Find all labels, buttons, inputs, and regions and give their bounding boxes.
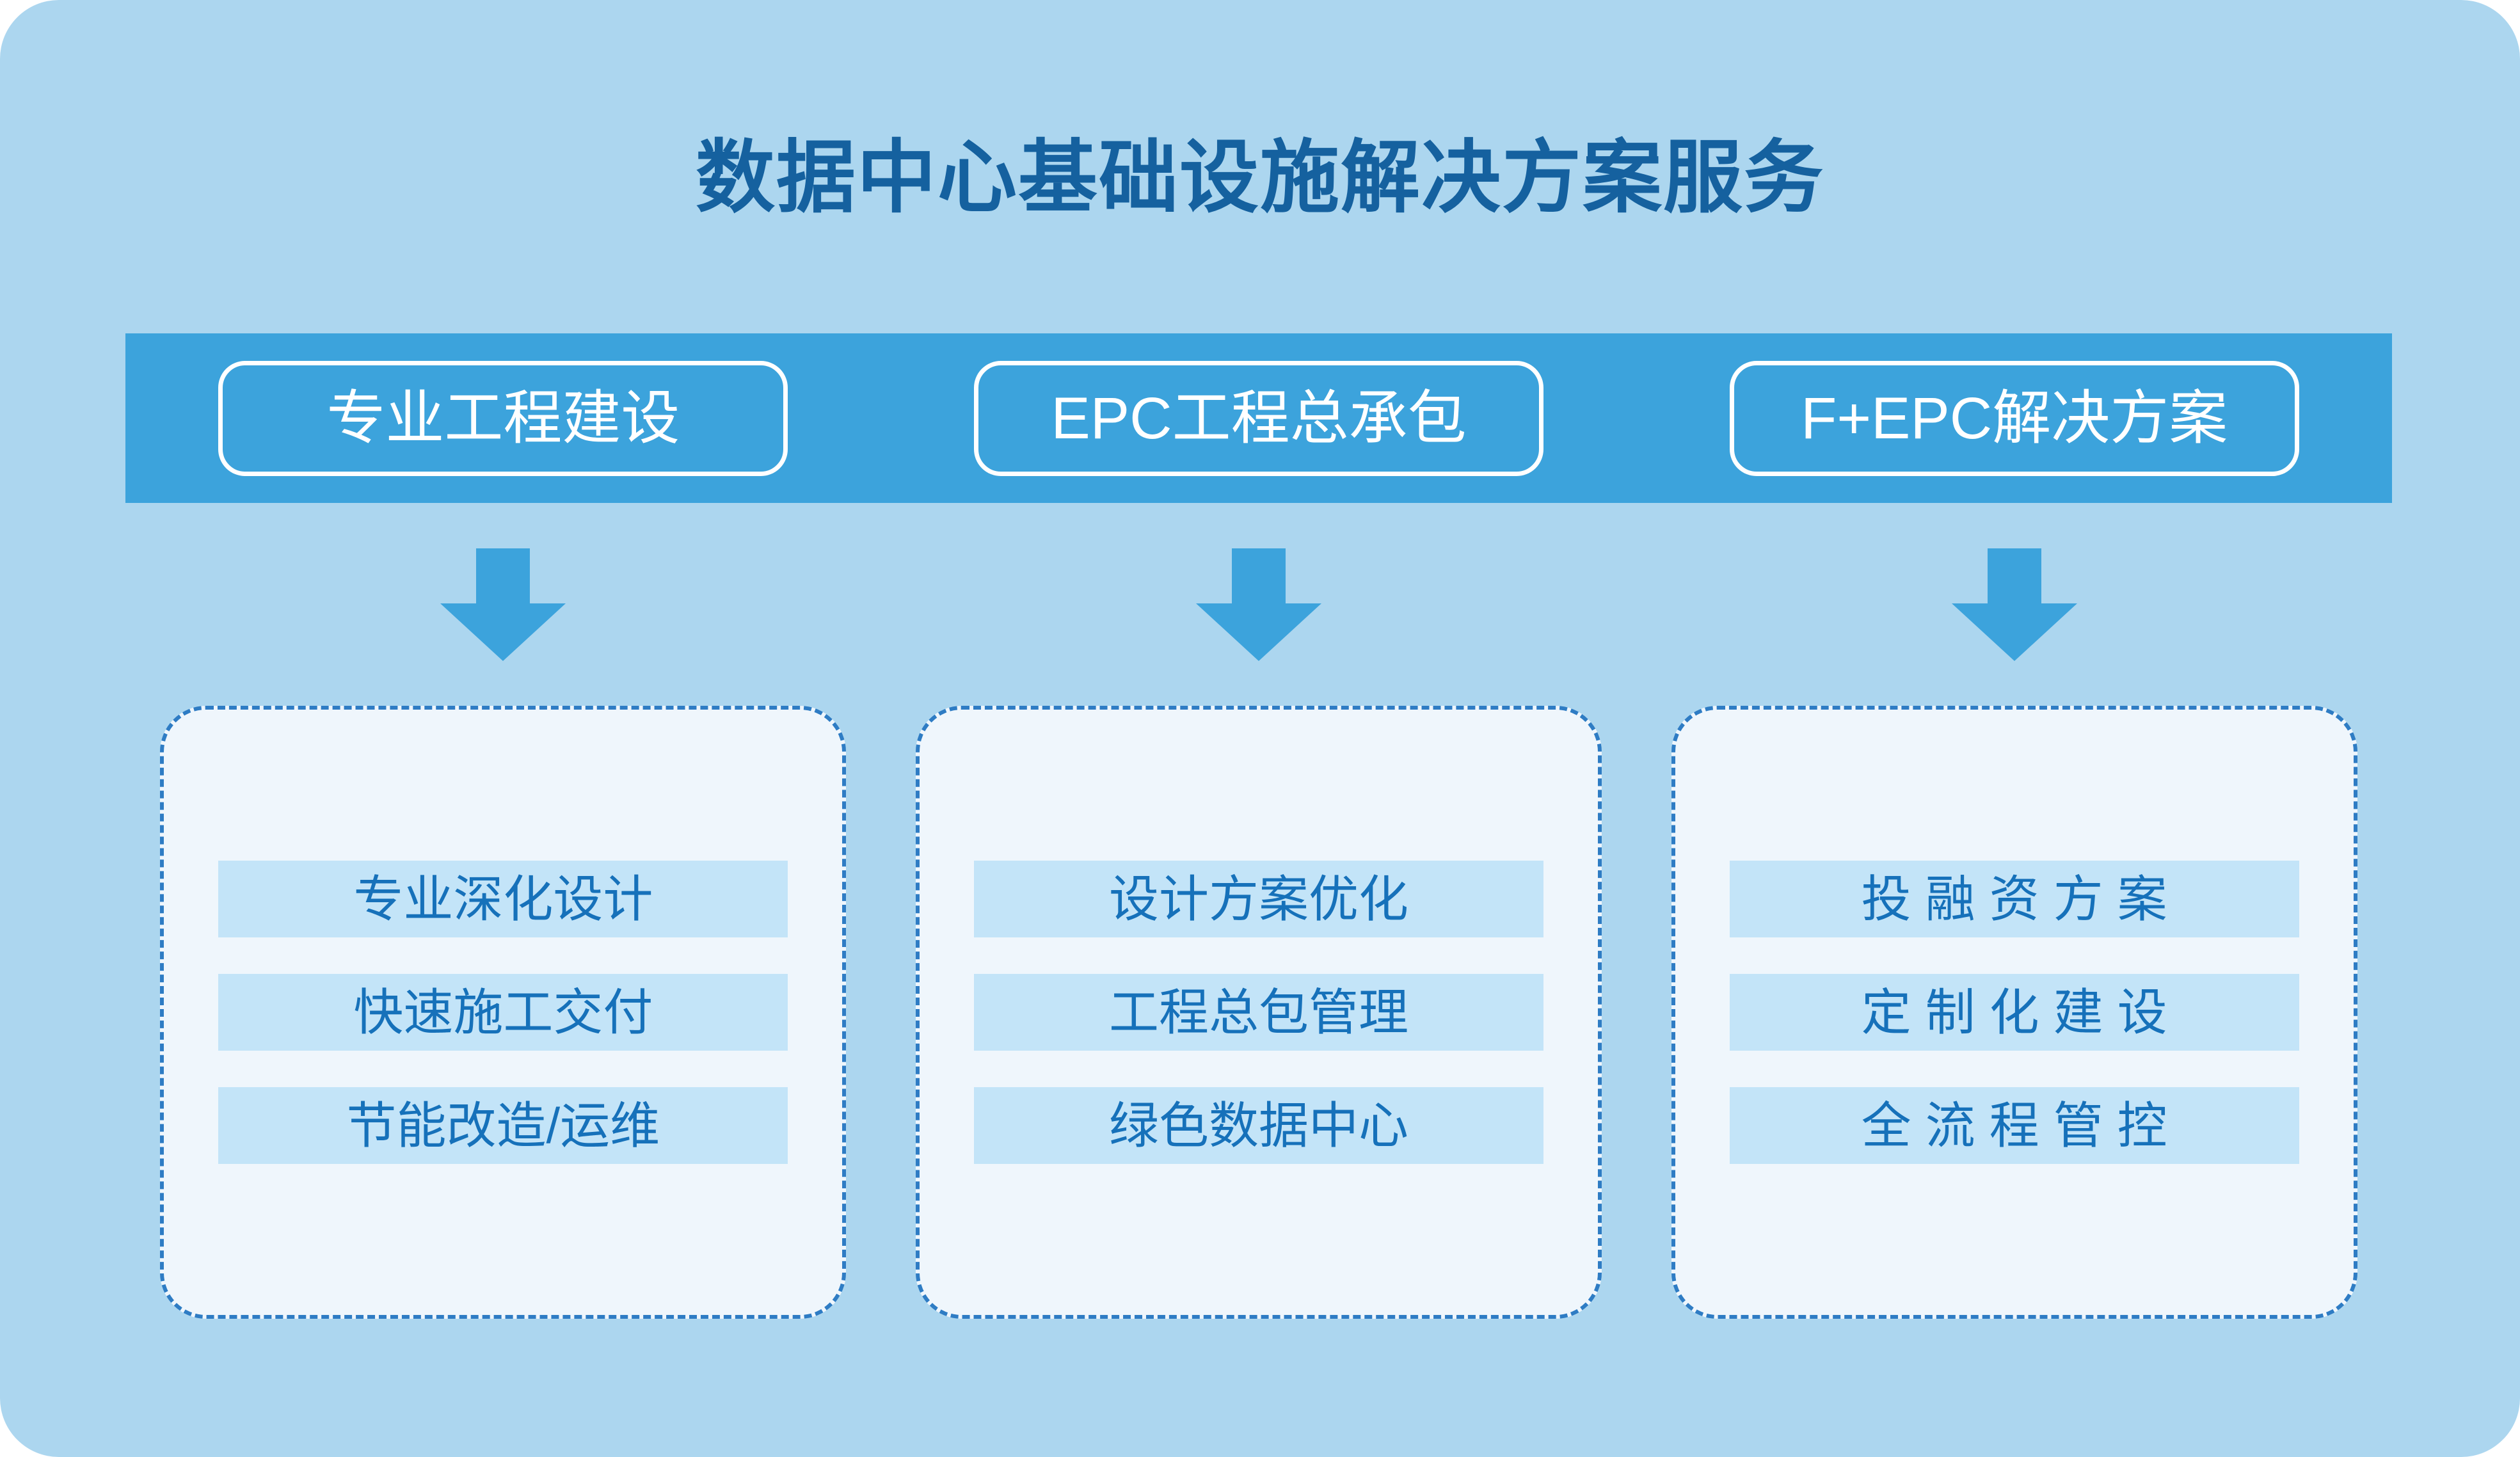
category-pill-epc-general-contracting[interactable]: EPC工程总承包 xyxy=(974,360,1543,476)
chip-item[interactable]: 全流程管控 xyxy=(1729,1087,2299,1164)
arrow-shaft xyxy=(1232,548,1286,605)
arrow-cell-3 xyxy=(1636,548,2392,664)
category-bar: 专业工程建设 EPC工程总承包 F+EPC解决方案 xyxy=(125,333,2392,503)
chip-item[interactable]: 投融资方案 xyxy=(1729,861,2299,937)
arrow-head xyxy=(1951,603,2077,661)
panel-epc-general-contracting: 设计方案优化 工程总包管理 绿色数据中心 xyxy=(916,706,1602,1319)
panel-cell-2: 设计方案优化 工程总包管理 绿色数据中心 xyxy=(881,706,1637,1319)
arrow-shaft xyxy=(1987,548,2041,605)
panel-professional-engineering: 专业深化设计 快速施工交付 节能改造/运维 xyxy=(160,706,847,1319)
arrow-cell-1 xyxy=(125,548,881,664)
arrow-head xyxy=(440,603,566,661)
arrow-down-icon xyxy=(1196,548,1321,661)
arrow-down-icon xyxy=(440,548,566,661)
category-pill-f-plus-epc-solution[interactable]: F+EPC解决方案 xyxy=(1729,360,2299,476)
arrow-shaft xyxy=(476,548,530,605)
category-cell-1: 专业工程建设 xyxy=(125,360,881,476)
category-cell-2: EPC工程总承包 xyxy=(881,360,1637,476)
chip-item[interactable]: 定制化建设 xyxy=(1729,974,2299,1051)
chip-item[interactable]: 设计方案优化 xyxy=(974,861,1543,937)
chip-item[interactable]: 专业深化设计 xyxy=(218,861,788,937)
arrow-head xyxy=(1196,603,1321,661)
chip-item[interactable]: 节能改造/运维 xyxy=(218,1087,788,1164)
panel-f-plus-epc-solution: 投融资方案 定制化建设 全流程管控 xyxy=(1671,706,2357,1319)
panel-row: 专业深化设计 快速施工交付 节能改造/运维 设计方案优化 工程总包管理 绿色数据… xyxy=(125,706,2392,1319)
chip-item[interactable]: 工程总包管理 xyxy=(974,974,1543,1051)
arrow-cell-2 xyxy=(881,548,1637,664)
category-pill-professional-engineering[interactable]: 专业工程建设 xyxy=(218,360,788,476)
page-title: 数据中心基础设施解决方案服务 xyxy=(695,134,1824,222)
arrow-row xyxy=(125,548,2392,664)
chip-item[interactable]: 快速施工交付 xyxy=(218,974,788,1051)
category-cell-3: F+EPC解决方案 xyxy=(1636,360,2392,476)
chip-item[interactable]: 绿色数据中心 xyxy=(974,1087,1543,1164)
panel-cell-3: 投融资方案 定制化建设 全流程管控 xyxy=(1636,706,2392,1319)
arrow-down-icon xyxy=(1951,548,2077,661)
panel-cell-1: 专业深化设计 快速施工交付 节能改造/运维 xyxy=(125,706,881,1319)
